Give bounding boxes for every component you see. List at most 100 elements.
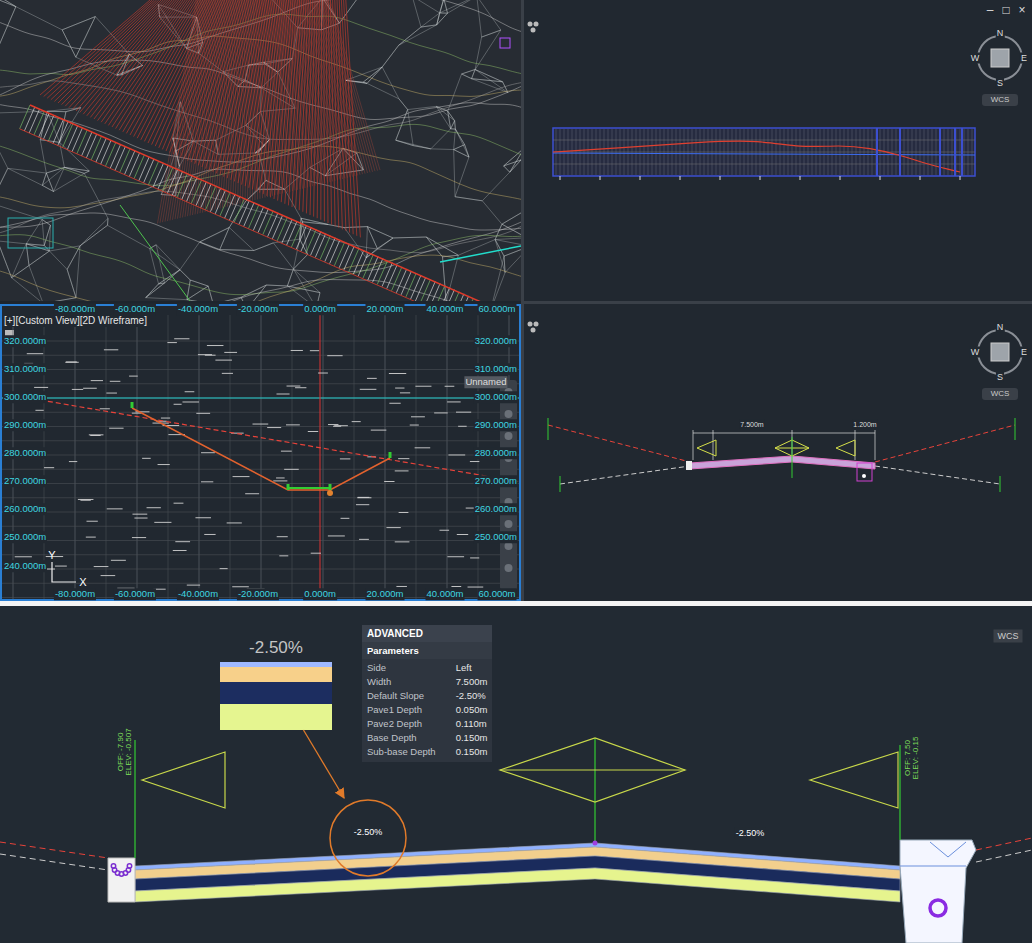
viewport-icon — [531, 328, 536, 333]
tin-edge — [84, 173, 108, 218]
tin-edge — [266, 285, 287, 287]
corridor-hatch — [20, 105, 30, 129]
grading-hatch — [235, 0, 243, 205]
sample-dash — [35, 410, 43, 411]
sample-dash — [101, 575, 116, 576]
tin-edge — [200, 227, 230, 241]
viewport-icon — [528, 322, 533, 327]
sample-dash — [395, 470, 409, 471]
corridor-hatch — [182, 176, 192, 200]
tin-edge — [80, 225, 107, 246]
layer-thumbnail: -2.50% — [220, 638, 332, 730]
slope-label: -2.50% — [735, 828, 766, 839]
axis-label: -40.000m — [177, 303, 219, 315]
grid-line — [323, 315, 324, 600]
section-point — [327, 490, 333, 496]
pipe — [930, 900, 946, 916]
baseline — [594, 738, 595, 843]
tin-edge — [462, 74, 472, 79]
sample-dash — [253, 424, 269, 425]
compass-letter: E — [1020, 53, 1028, 64]
corridor-hatch — [344, 246, 354, 270]
axis-label: 20.000m — [366, 303, 405, 315]
viewcube-face — [991, 49, 1009, 67]
grid-line — [292, 315, 293, 600]
tin-edge — [454, 145, 465, 150]
tin-edge — [462, 69, 476, 73]
tin-edge — [241, 285, 266, 297]
section-marker — [131, 402, 134, 408]
layer-swatch — [220, 662, 332, 667]
tin-edge — [76, 246, 80, 298]
station-tick — [920, 176, 921, 180]
axis-label: 290.000m — [474, 419, 518, 431]
sample-dash — [389, 403, 400, 404]
parameter-name: Base Depth — [362, 731, 441, 745]
sample-dash — [173, 550, 187, 551]
grading-hatch — [317, 0, 319, 218]
parameter-table: SideLeftWidth7.500mDefault Slope-2.50%Pa… — [362, 659, 492, 762]
grading-hatch — [126, 0, 202, 133]
tin-edge — [495, 240, 521, 247]
sample-dash — [276, 394, 289, 395]
station-tick — [840, 176, 841, 180]
layer-swatch — [220, 704, 332, 730]
sample-dash — [232, 586, 249, 587]
grid-line — [230, 315, 231, 600]
sample-dash — [109, 428, 123, 429]
sample-dash — [106, 393, 117, 394]
sample-dash — [439, 530, 449, 531]
axis-label: 0.000m — [303, 588, 337, 600]
grading-hatch — [165, 0, 201, 222]
contour-line — [0, 191, 521, 252]
corridor-hatch — [330, 240, 340, 264]
tin-edge — [451, 121, 455, 129]
axis-label: 60.000m — [478, 588, 517, 600]
corridor-hatch — [415, 277, 425, 301]
grading-hatch — [40, 0, 150, 95]
tin-edge — [156, 245, 180, 270]
tin-edge — [454, 121, 456, 129]
tin-edge — [462, 74, 472, 79]
sample-dash — [410, 425, 419, 426]
tin-edge — [60, 142, 65, 167]
tin-edge — [43, 298, 76, 301]
corridor-hatch — [268, 213, 278, 237]
corridor-hatch — [220, 192, 230, 216]
circle-outline — [328, 798, 408, 878]
window-button: – — [986, 3, 995, 17]
highlight-circle: -2.50% — [328, 798, 408, 878]
sample-dash — [341, 518, 350, 519]
tin-edge — [46, 173, 53, 191]
axis-label: -60.000m — [114, 303, 156, 315]
profile-grid — [553, 140, 975, 141]
sample-dash — [78, 499, 94, 500]
tin-edge — [180, 270, 190, 280]
profile-grid — [940, 129, 941, 175]
compass-letter: N — [996, 322, 1005, 333]
tin-edge — [67, 269, 76, 297]
grid-line — [137, 315, 138, 600]
pavement-section — [288, 487, 330, 489]
sample-dash — [277, 536, 288, 537]
compass-letter: W — [970, 347, 981, 358]
grading-hatch — [163, 0, 200, 222]
tin-edge — [84, 171, 89, 173]
corridor-hatch — [153, 163, 163, 187]
tin-edge — [49, 251, 67, 269]
axis-label: 310.000m — [3, 363, 47, 375]
axis-label: 60.000m — [478, 303, 517, 315]
sample-dash — [448, 454, 465, 455]
sample-dash — [457, 534, 468, 535]
tin-edge — [444, 0, 448, 13]
grid-line — [106, 315, 107, 600]
grading-hatch — [238, 0, 271, 183]
corridor-hatch — [249, 205, 259, 229]
tin-edge — [76, 17, 96, 58]
corridor-hatch — [406, 273, 416, 297]
existing-ground — [40, 400, 521, 482]
link-marker — [548, 418, 549, 440]
toolbar-icon — [505, 520, 513, 528]
grid-line — [261, 315, 262, 600]
